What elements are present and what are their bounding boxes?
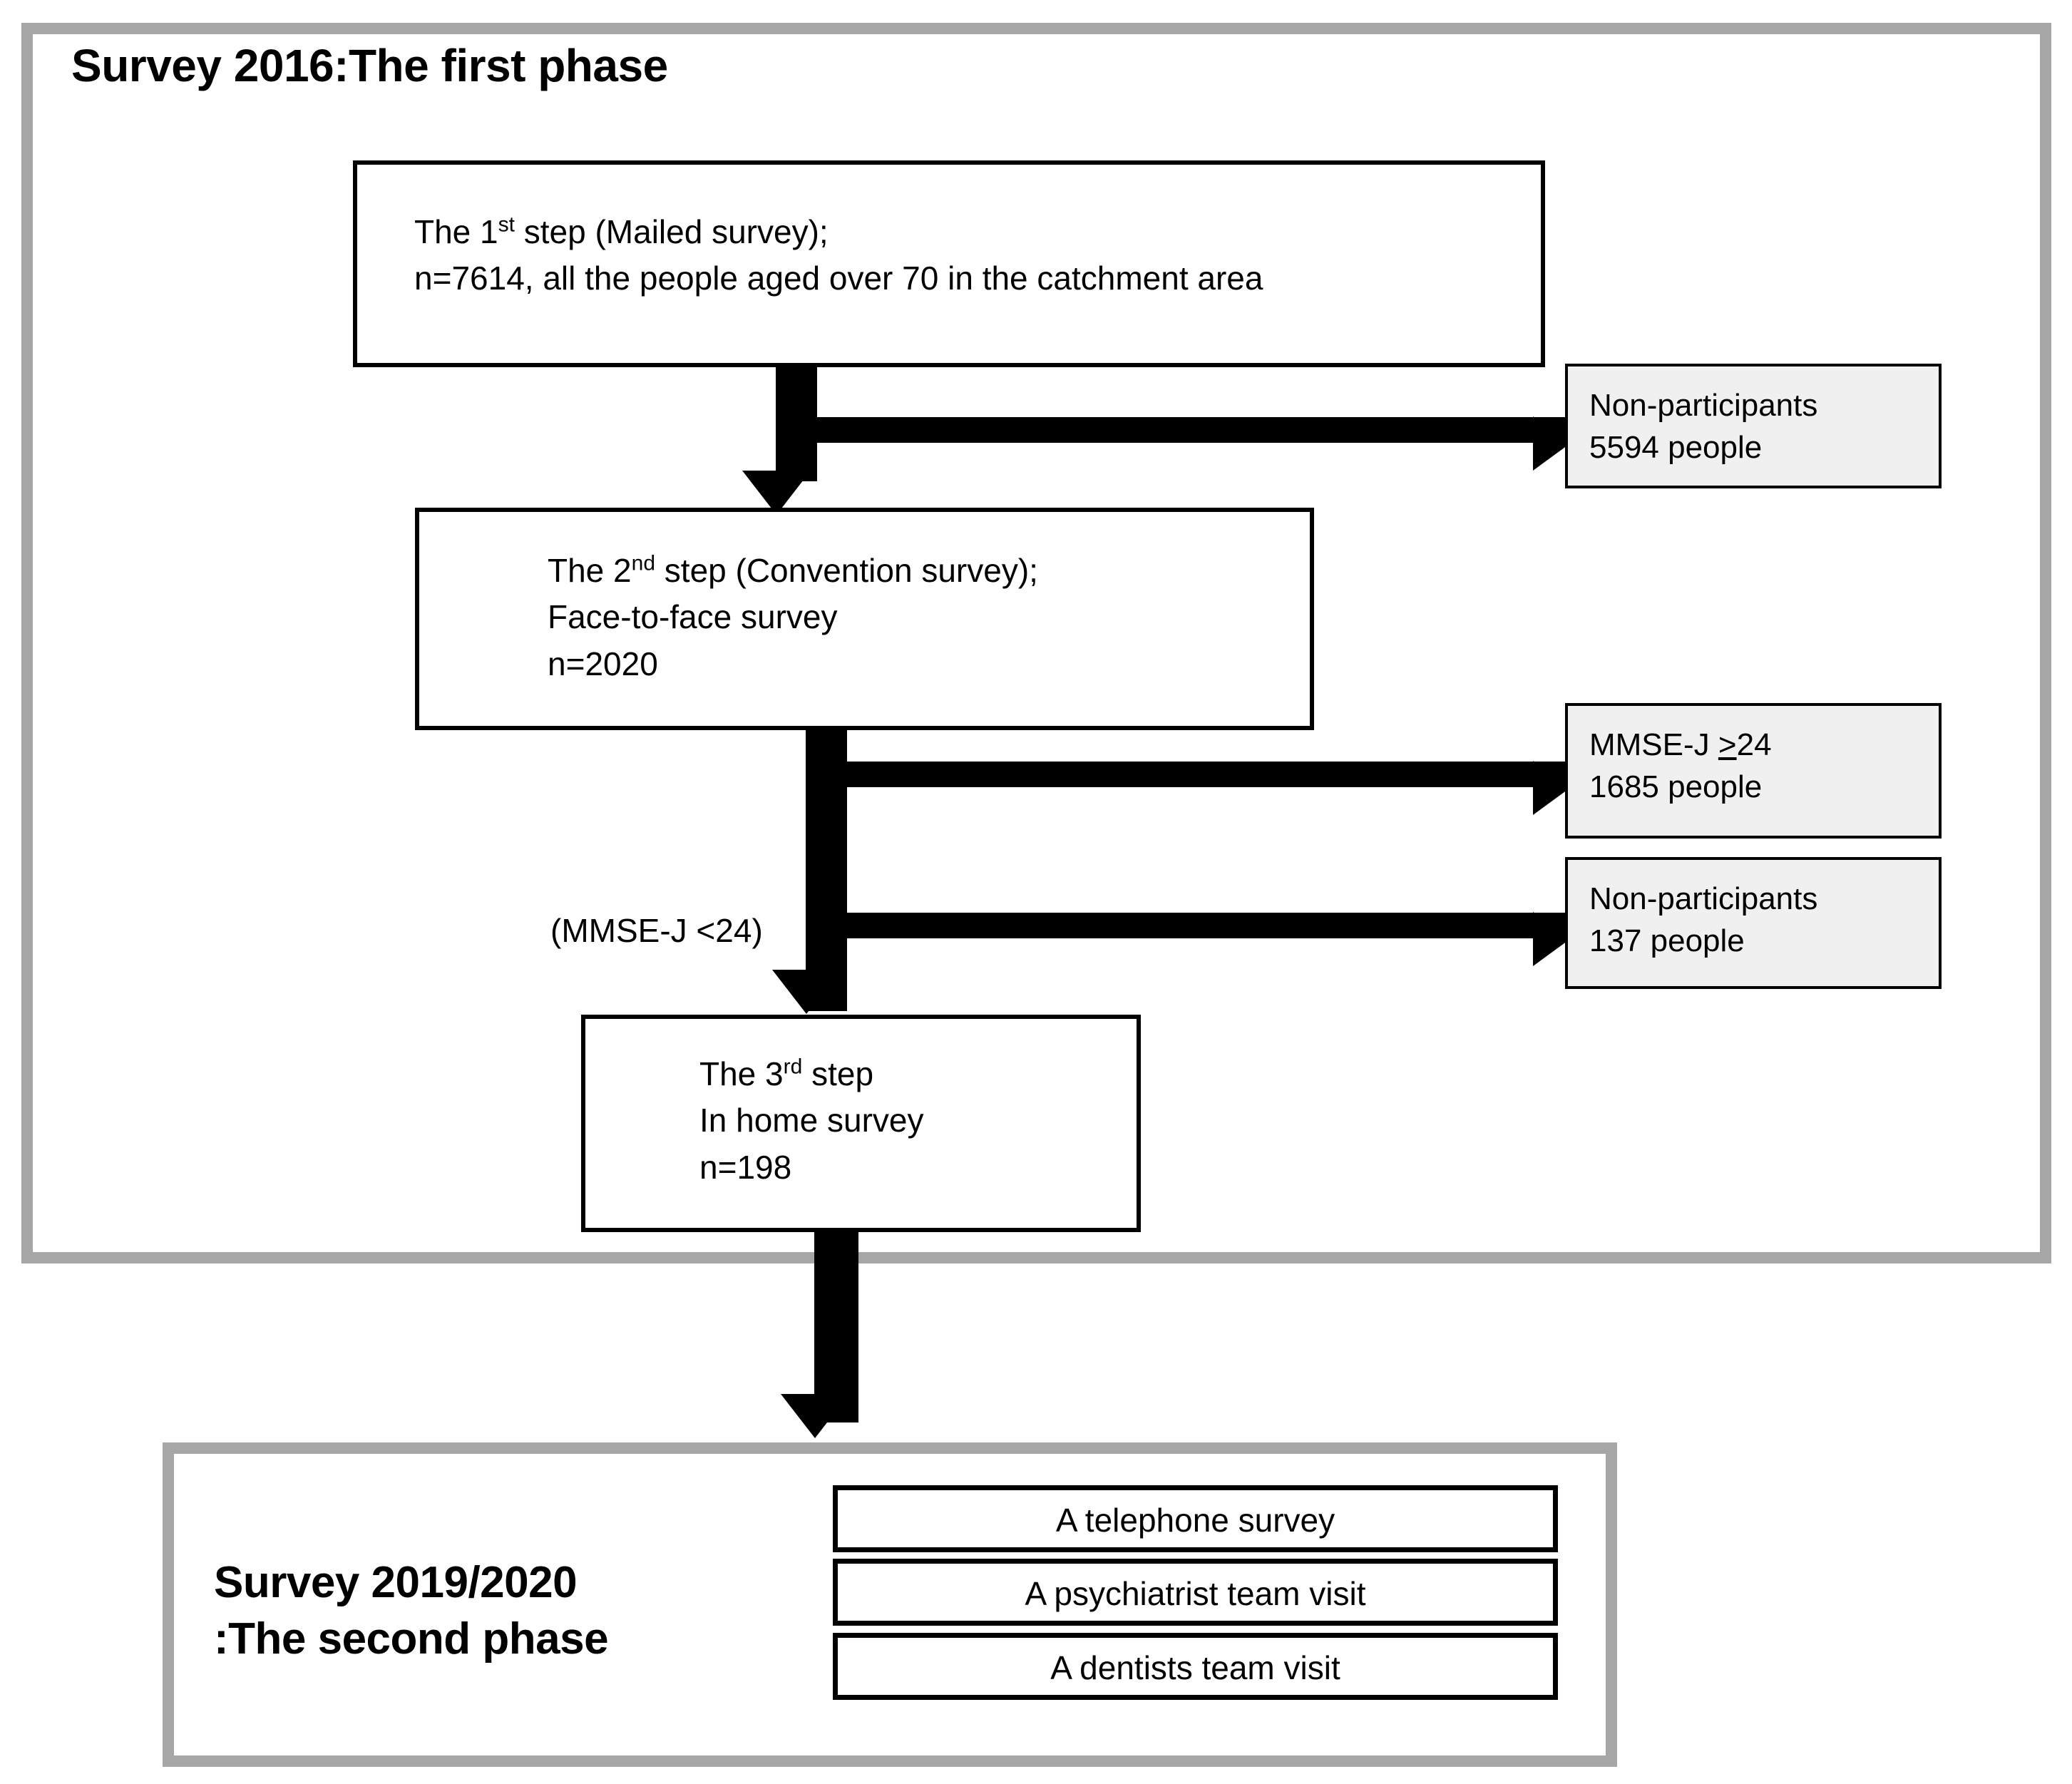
arrow-step2-to-step3-head — [772, 970, 841, 1014]
exclusion-box-nonparticipants-137: Non-participants 137 people — [1565, 857, 1942, 989]
arrow-to-nonparticipants-137-stem — [847, 913, 1571, 938]
step-2-line-2: Face-to-face survey — [548, 598, 838, 636]
arrow-to-nonparticipants-137-head — [1533, 912, 1570, 966]
step-1-ordinal-suffix: st — [498, 212, 515, 237]
exclusion-count-1: 1685 people — [1589, 769, 1763, 804]
arrow-step2-to-step3-stem — [806, 726, 847, 1011]
step-1-box: The 1st step (Mailed survey); n=7614, all… — [353, 160, 1545, 367]
arrow-to-nonparticipants-5594-head — [1533, 416, 1570, 471]
phase-2-item-psychiatrist-team-visit: A psychiatrist team visit — [833, 1559, 1558, 1626]
greater-or-equal-icon: > — [1718, 727, 1737, 762]
phase-2-title: Survey 2019/2020 :The second phase — [214, 1558, 609, 1664]
arrow-to-mmse-ge24-head — [1533, 761, 1570, 815]
arrow-step1-to-step2-stem — [776, 360, 817, 481]
step-3-line-1-post: step — [802, 1055, 874, 1092]
arrow-step1-to-step2-head — [742, 471, 811, 515]
step-2-box: The 2nd step (Convention survey); Face-to… — [415, 508, 1314, 730]
step-2-line-3: n=2020 — [548, 645, 658, 682]
exclusion-label-0: Non-participants — [1589, 388, 1818, 423]
arrow-step3-to-phase2-stem — [814, 1231, 858, 1422]
exclusion-label-1-post: 24 — [1736, 727, 1772, 762]
step-3-line-2: In home survey — [699, 1102, 924, 1139]
mmse-lt-24-branch-label: (MMSE-J <24) — [550, 912, 763, 949]
arrow-to-nonparticipants-5594-stem — [817, 417, 1571, 443]
exclusion-label-2: Non-participants — [1589, 881, 1818, 916]
step-3-line-3: n=198 — [699, 1148, 792, 1186]
step-3-box: The 3rd step In home survey n=198 — [581, 1015, 1141, 1232]
step-2-line-1-pre: The 2 — [548, 552, 632, 589]
step-2-ordinal-suffix: nd — [631, 551, 656, 575]
step-3-ordinal-suffix: rd — [783, 1055, 803, 1079]
step-1-line-2: n=7614, all the people aged over 70 in t… — [414, 260, 1263, 297]
step-1-line-1-post: step (Mailed survey); — [514, 213, 829, 250]
step-1-line-1-pre: The 1 — [414, 213, 498, 250]
step-2-line-1-post: step (Convention survey); — [655, 552, 1038, 589]
arrow-to-mmse-ge24-stem — [847, 762, 1571, 787]
phase-1-title: Survey 2016:The first phase — [71, 40, 668, 91]
exclusion-box-nonparticipants-5594: Non-participants 5594 people — [1565, 364, 1942, 488]
arrow-step3-to-phase2-head — [781, 1394, 849, 1438]
phase-2-item-telephone-survey: A telephone survey — [833, 1485, 1558, 1552]
exclusion-label-1-pre: MMSE-J — [1589, 727, 1718, 762]
phase-2-item-dentists-team-visit: A dentists team visit — [833, 1633, 1558, 1700]
exclusion-count-2: 137 people — [1589, 923, 1745, 958]
exclusion-count-0: 5594 people — [1589, 429, 1763, 465]
step-3-line-1-pre: The 3 — [699, 1055, 784, 1092]
exclusion-box-mmse-ge-24: MMSE-J >24 1685 people — [1565, 703, 1942, 839]
